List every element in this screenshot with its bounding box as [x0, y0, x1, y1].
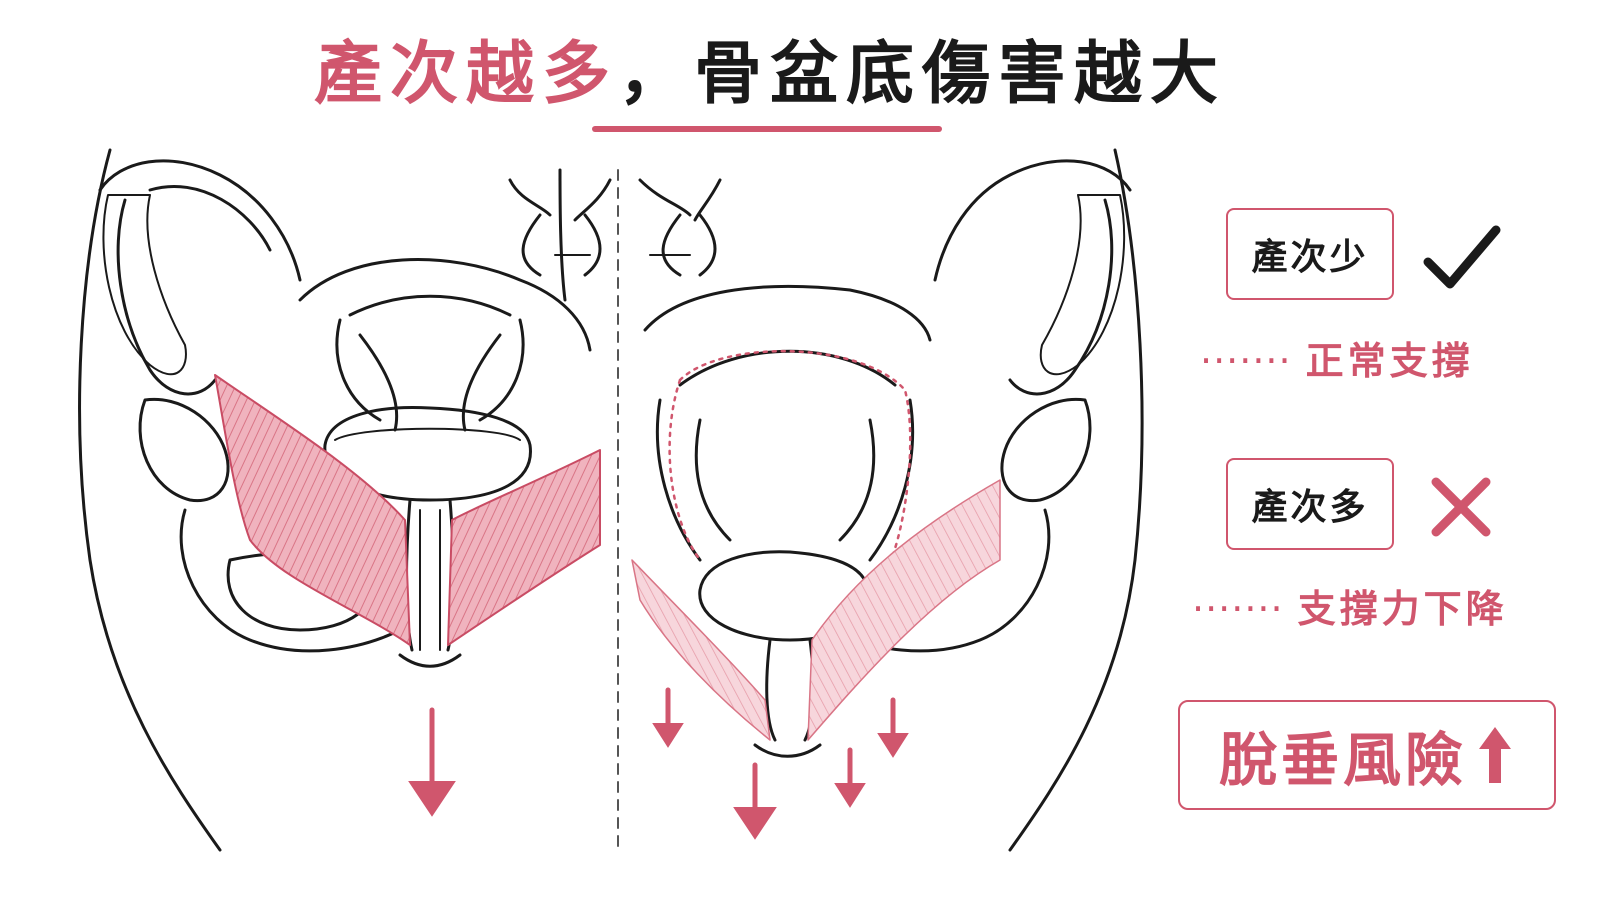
title-rest: ，骨盆底傷害越大 [618, 35, 1226, 114]
down-arrow-icon [654, 690, 682, 746]
legend-many-births: 產次多 [1226, 458, 1394, 550]
legend-few-note-text: 正常支撐 [1306, 339, 1474, 383]
legend-many-note: ······· 支撐力下降 [1192, 578, 1508, 633]
legend-many-label: 產次多 [1251, 478, 1368, 530]
legend-few-label: 產次少 [1251, 228, 1368, 280]
title-underline [592, 126, 942, 132]
down-arrow-icon [836, 750, 864, 806]
up-arrow-icon [1475, 723, 1515, 787]
dotted-leader: ······· [1200, 339, 1292, 383]
prolapse-risk-label: 脫垂風險 [1219, 713, 1467, 797]
prolapse-risk-box: 脫垂風險 [1178, 700, 1556, 810]
page-title: 產次越多，骨盆底傷害越大 [0, 18, 1540, 117]
legend-few-note: ······· 正常支撐 [1200, 330, 1474, 385]
legend-many-note-text: 支撐力下降 [1298, 587, 1508, 631]
down-arrow-icon [735, 765, 775, 838]
down-arrow-icon [410, 710, 454, 815]
legend-few-births: 產次少 [1226, 208, 1394, 300]
dotted-leader: ······· [1192, 587, 1284, 631]
cross-icon [1428, 474, 1494, 540]
check-icon [1422, 222, 1502, 294]
pelvis-comparison-illustration [0, 140, 1200, 900]
left-pelvis [80, 150, 610, 850]
down-arrow-icon [879, 700, 907, 756]
title-accent: 產次越多 [314, 35, 618, 114]
